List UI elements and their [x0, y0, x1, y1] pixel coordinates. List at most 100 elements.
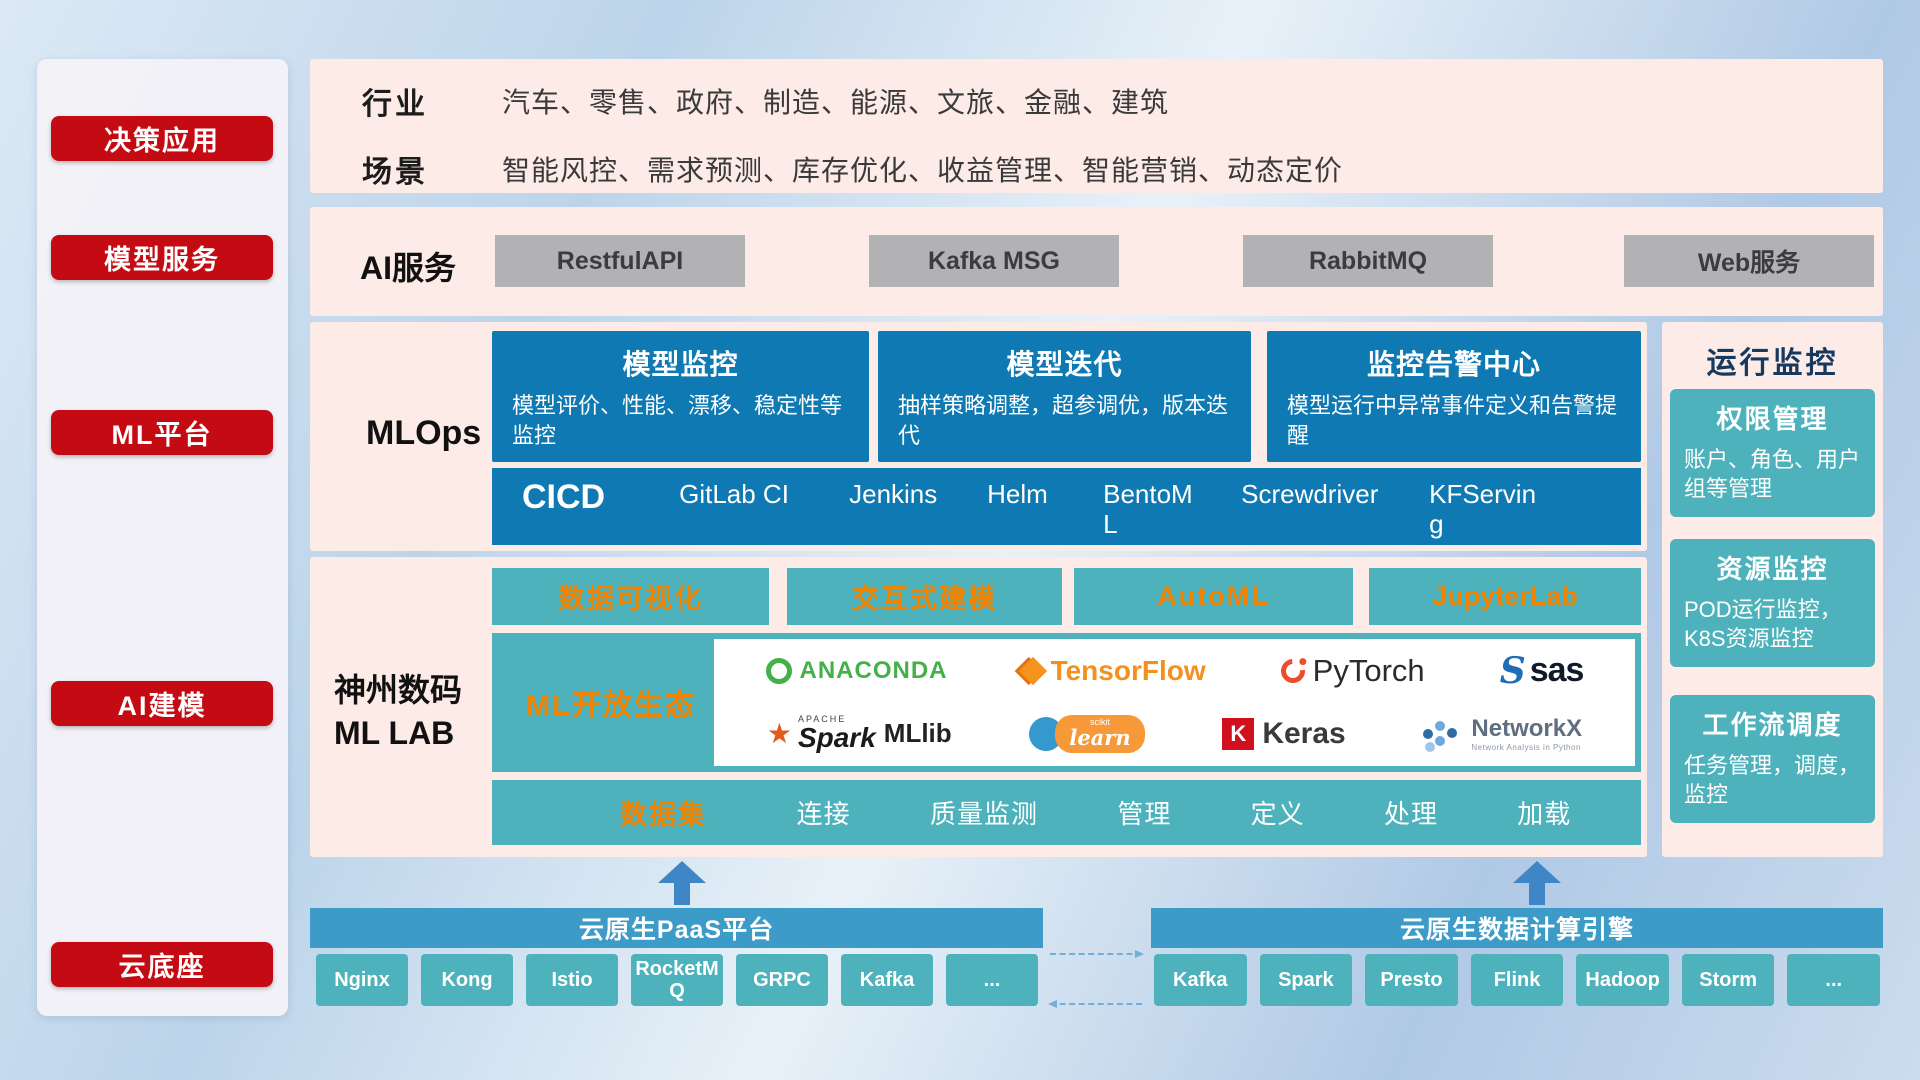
layer-cloud-base: 云底座: [51, 942, 273, 987]
card-alert-center: 监控告警中心 模型运行中异常事件定义和告警提醒: [1267, 331, 1641, 462]
pytorch-label: PyTorch: [1312, 652, 1425, 688]
tensorflow-label: TensorFlow: [1050, 654, 1206, 686]
spark-star-icon: [767, 720, 792, 748]
card-desc: 模型评价、性能、漂移、稳定性等监控: [512, 393, 843, 448]
tool-data-visualization: 数据可视化: [492, 568, 769, 625]
layer-ai-modeling: AI建模: [51, 681, 273, 726]
card-title: 模型监控: [622, 349, 739, 380]
card-permission-management: 权限管理 账户、角色、用户组等管理: [1670, 389, 1875, 517]
cicd-bar: CICD GitLab CI Jenkins Helm BentoML Scre…: [492, 468, 1641, 545]
industry-row: 行业 汽车、零售、政府、制造、能源、文旅、金融、建筑: [362, 79, 1169, 123]
paas-more: ...: [946, 954, 1038, 1006]
ecosystem-logo-area: ANACONDA TensorFlow PyTorch sas: [714, 639, 1635, 766]
industry-label: 行业: [362, 88, 428, 121]
keras-label: Keras: [1262, 716, 1346, 750]
engine-components-row: Kafka Spark Presto Flink Hadoop Storm ..…: [1154, 954, 1881, 1006]
spark-apache-label: APACHE: [797, 714, 847, 724]
dashed-arrow-left: [1048, 1000, 1142, 1008]
anaconda-icon: [765, 657, 792, 684]
card-resource-monitoring: 资源监控 POD运行监控，K8S资源监控: [1670, 539, 1875, 667]
paas-components-row: Nginx Kong Istio RocketMQ GRPC Kafka ...: [316, 954, 1038, 1006]
sas-logo: sas: [1500, 651, 1585, 690]
card-desc: 账户、角色、用户组等管理: [1684, 447, 1861, 501]
ai-service-panel: AI服务 RestfulAPI Kafka MSG RabbitMQ Web服务: [310, 207, 1883, 316]
card-desc: 模型运行中异常事件定义和告警提醒: [1287, 393, 1618, 448]
cicd-kfserving: KFServing: [1429, 479, 1537, 539]
sas-icon: [1500, 653, 1526, 689]
networkx-label: NetworkX: [1471, 715, 1583, 743]
ml-lab-label: 神州数码 ML LAB: [334, 669, 462, 755]
card-model-monitoring: 模型监控 模型评价、性能、漂移、稳定性等监控: [492, 331, 869, 462]
dataset-manage: 管理: [1117, 799, 1172, 829]
mlops-label: MLOps: [366, 414, 482, 452]
scikit-learn-logo: scikit learn: [1029, 714, 1145, 753]
service-restfulapi: RestfulAPI: [495, 235, 745, 287]
card-desc: 抽样策略调整，超参调优，版本迭代: [898, 393, 1229, 448]
up-arrow-paas: [658, 861, 706, 905]
anaconda-logo: ANACONDA: [765, 656, 948, 685]
dashed-arrow-right: [1050, 950, 1144, 958]
paas-kafka: Kafka: [841, 954, 933, 1006]
ml-lab-label-line1: 神州数码: [334, 672, 463, 708]
mlops-panel: MLOps 模型监控 模型评价、性能、漂移、稳定性等监控 模型迭代 抽样策略调整…: [310, 322, 1647, 551]
paas-rocketmq: RocketMQ: [631, 954, 723, 1006]
spark-label: Spark: [797, 722, 876, 753]
service-web: Web服务: [1624, 235, 1874, 287]
card-desc: POD运行监控，K8S资源监控: [1684, 597, 1842, 651]
dataset-process: 处理: [1383, 799, 1438, 829]
dataset-connect: 连接: [796, 799, 851, 829]
engine-flink: Flink: [1470, 954, 1564, 1006]
tensorflow-icon: [1018, 656, 1047, 685]
tool-automl: AutoML: [1074, 568, 1353, 625]
industry-scenario-panel: 行业 汽车、零售、政府、制造、能源、文旅、金融、建筑 场景 智能风控、需求预测、…: [310, 59, 1883, 193]
cicd-label: CICD: [522, 478, 606, 516]
ai-service-label: AI服务: [360, 250, 457, 286]
logo-row-1: ANACONDA TensorFlow PyTorch sas: [714, 639, 1635, 702]
keras-logo: Keras: [1222, 716, 1346, 751]
tool-interactive-modeling: 交互式建模: [787, 568, 1062, 625]
layer-sidebar: 决策应用 模型服务 ML平台 AI建模 云底座: [37, 59, 288, 1016]
card-title: 监控告警中心: [1366, 349, 1541, 380]
card-model-iteration: 模型迭代 抽样策略调整，超参调优，版本迭代: [878, 331, 1251, 462]
layer-ml-platform: ML平台: [51, 410, 273, 455]
dataset-quality-monitoring: 质量监测: [929, 799, 1038, 829]
up-arrow-engine: [1513, 861, 1561, 905]
cicd-screwdriver: Screwdriver: [1241, 479, 1379, 509]
keras-icon: [1222, 717, 1255, 750]
ml-lab-panel: 神州数码 ML LAB 数据可视化 交互式建模 AutoML JupyterLa…: [310, 557, 1647, 857]
ml-open-ecosystem-label: ML开放生态: [526, 689, 696, 722]
dataset-define: 定义: [1250, 799, 1305, 829]
pytorch-logo: PyTorch: [1275, 652, 1425, 689]
cicd-bentoml: BentoML: [1103, 479, 1193, 539]
engine-hadoop: Hadoop: [1576, 954, 1669, 1006]
cicd-gitlab-ci: GitLab CI: [679, 479, 789, 509]
card-title: 资源监控: [1716, 554, 1829, 584]
scikit-learn-label: learn: [1069, 724, 1131, 750]
runtime-monitoring-title: 运行监控: [1706, 347, 1839, 380]
tool-jupyterlab: JupyterLab: [1369, 568, 1641, 625]
engine-spark: Spark: [1259, 954, 1353, 1006]
scenario-label: 场景: [362, 156, 428, 189]
scenario-list: 智能风控、需求预测、库存优化、收益管理、智能营销、动态定价: [502, 155, 1344, 186]
cloud-native-data-engine-bar: 云原生数据计算引擎: [1151, 908, 1883, 948]
card-desc: 任务管理，调度，监控: [1684, 753, 1861, 807]
card-workflow-scheduling: 工作流调度 任务管理，调度，监控: [1670, 695, 1875, 823]
networkx-logo: NetworkX Network Analysis in Python: [1423, 715, 1582, 752]
service-rabbitmq: RabbitMQ: [1243, 235, 1493, 287]
card-title: 模型迭代: [1006, 349, 1123, 380]
service-kafka-msg: Kafka MSG: [869, 235, 1119, 287]
apache-spark-logo: APACHE Spark MLlib: [767, 715, 952, 752]
card-title: 权限管理: [1716, 404, 1829, 434]
layer-decision-apps: 决策应用: [51, 116, 273, 161]
engine-storm: Storm: [1681, 954, 1775, 1006]
scikit-sub-label: scikit: [1089, 716, 1110, 727]
logo-row-2: APACHE Spark MLlib scikit learn: [714, 702, 1635, 765]
engine-presto: Presto: [1365, 954, 1458, 1006]
paas-nginx: Nginx: [316, 954, 408, 1006]
anaconda-label: ANACONDA: [799, 656, 948, 684]
scenario-row: 场景 智能风控、需求预测、库存优化、收益管理、智能营销、动态定价: [362, 147, 1343, 191]
paas-kong: Kong: [421, 954, 513, 1006]
paas-istio: Istio: [526, 954, 618, 1006]
ml-lab-label-line2: ML LAB: [334, 715, 455, 752]
